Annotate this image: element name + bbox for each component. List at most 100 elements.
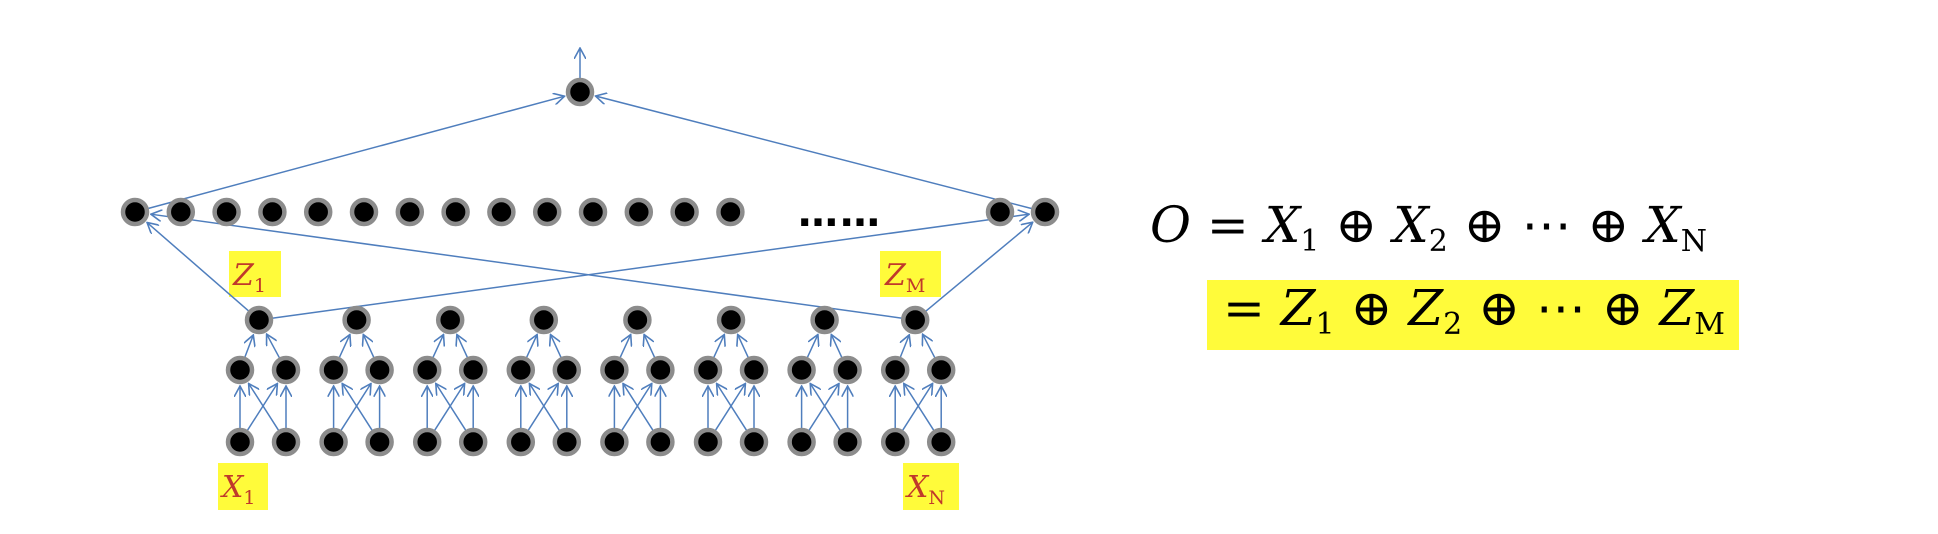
wide-layer-node-15 bbox=[985, 197, 1015, 227]
input-node-1 bbox=[225, 427, 255, 457]
eq-variable: O bbox=[1150, 196, 1191, 254]
edge-mid-z bbox=[923, 334, 936, 358]
equation-line-2: = Z1 ⊕ Z2 ⊕ ⋯ ⊕ ZM bbox=[1207, 279, 1740, 350]
z-node-2 bbox=[342, 305, 371, 335]
hidden-node-9 bbox=[600, 355, 629, 385]
hidden-node-2 bbox=[271, 355, 301, 385]
eq-operator: ⊕ bbox=[1319, 196, 1394, 254]
hidden-node-16 bbox=[926, 355, 956, 385]
edge-leaf-mid bbox=[436, 383, 467, 431]
input-node-16 bbox=[926, 427, 956, 457]
wide-layer-node-7 bbox=[395, 197, 425, 227]
eq-operator: ⊕ ⋯ ⊕ bbox=[1462, 279, 1660, 337]
wide-layer-node-16 bbox=[1030, 197, 1060, 227]
edge-leaf-mid bbox=[810, 383, 841, 431]
edge-leaf-mid bbox=[621, 383, 652, 431]
hidden-node-1 bbox=[225, 355, 255, 385]
edge-top-output bbox=[148, 96, 565, 210]
hidden-node-15 bbox=[880, 355, 910, 385]
eq-operator: = bbox=[1223, 279, 1281, 337]
eq-variable: X bbox=[1645, 196, 1681, 254]
hidden-node-11 bbox=[693, 355, 723, 385]
edge-z-top bbox=[272, 214, 1029, 319]
input-node-15 bbox=[880, 427, 910, 457]
wide-layer-node-6 bbox=[349, 197, 379, 227]
edge-mid-z bbox=[457, 335, 469, 358]
edge-mid-z bbox=[900, 335, 909, 358]
z-node-4 bbox=[529, 305, 559, 335]
edge-mid-z bbox=[363, 335, 375, 358]
edge-leaf-mid bbox=[340, 383, 371, 431]
edge-mid-z bbox=[806, 335, 817, 358]
input-node-5 bbox=[412, 427, 442, 457]
z-node-3 bbox=[435, 305, 465, 335]
edge-mid-z bbox=[525, 335, 537, 358]
wide-layer-node-3 bbox=[212, 197, 241, 227]
z-node-8 bbox=[900, 305, 930, 335]
input-node-4 bbox=[365, 427, 394, 457]
hidden-node-14 bbox=[833, 355, 862, 385]
eq-subscript: 2 bbox=[1443, 307, 1463, 342]
edge-mid-z bbox=[267, 334, 281, 359]
input-node-13 bbox=[787, 427, 816, 457]
input-node-14 bbox=[833, 427, 862, 457]
wide-layer-node-13 bbox=[670, 197, 699, 227]
zm-label: ZM bbox=[884, 258, 925, 297]
edge-leaf-mid bbox=[246, 383, 278, 431]
input-node-11 bbox=[693, 427, 723, 457]
ellipsis-label: …… bbox=[798, 190, 882, 236]
edge-leaf-mid bbox=[714, 383, 746, 431]
z-node-5 bbox=[623, 305, 652, 335]
edge-leaf-mid bbox=[808, 383, 839, 431]
edge-mid-z bbox=[550, 335, 562, 358]
edge-z-top bbox=[151, 214, 902, 319]
eq-variable: Z bbox=[1280, 279, 1316, 337]
x1-label-highlight bbox=[218, 463, 268, 510]
hidden-node-13 bbox=[787, 355, 816, 385]
eq-subscript: 1 bbox=[1315, 307, 1335, 342]
edge-mid-z bbox=[713, 335, 724, 358]
edge-mid-z bbox=[738, 335, 749, 358]
eq-subscript: 1 bbox=[1300, 224, 1320, 259]
wide-layer-node-5 bbox=[303, 197, 333, 227]
xn-label-highlight bbox=[903, 463, 959, 510]
edge-mid-z bbox=[644, 335, 656, 358]
edge-mid-z bbox=[338, 335, 349, 358]
edge-mid-z bbox=[432, 335, 443, 358]
eq-subscript: N bbox=[1680, 224, 1708, 259]
z-node-7 bbox=[810, 305, 839, 335]
hidden-node-7 bbox=[506, 355, 536, 385]
edge-leaf-mid bbox=[529, 383, 560, 431]
wide-layer-node-11 bbox=[578, 197, 608, 227]
wide-layer-node-14 bbox=[716, 197, 745, 227]
edge-leaf-mid bbox=[249, 383, 280, 431]
input-node-12 bbox=[739, 427, 769, 457]
edge-leaf-mid bbox=[527, 383, 558, 431]
edge-top-output bbox=[595, 96, 1032, 210]
hidden-node-8 bbox=[552, 355, 582, 385]
z1-label-highlight bbox=[229, 251, 281, 297]
equation-line-1: O = X1 ⊕ X2 ⊕ ⋯ ⊕ XN bbox=[1150, 200, 1707, 257]
input-node-8 bbox=[552, 427, 582, 457]
wide-layer-node-8 bbox=[441, 197, 470, 227]
xn-label: XN bbox=[905, 470, 945, 509]
wide-layer-node-2 bbox=[166, 197, 196, 227]
hidden-node-4 bbox=[365, 355, 394, 385]
eq-variable: X bbox=[1264, 196, 1301, 254]
wide-layer-node-1 bbox=[120, 197, 150, 227]
input-node-10 bbox=[646, 427, 675, 457]
edge-leaf-mid bbox=[434, 383, 465, 431]
x1-label: X1 bbox=[220, 470, 255, 509]
eq-variable: Z bbox=[1659, 279, 1695, 337]
edge-leaf-mid bbox=[717, 383, 748, 431]
z1-label: Z1 bbox=[232, 258, 266, 297]
edge-mid-z bbox=[619, 335, 630, 358]
edge-z-top bbox=[147, 223, 249, 312]
eq-variable: Z bbox=[1408, 279, 1444, 337]
edge-mid-z bbox=[245, 335, 253, 358]
hidden-node-5 bbox=[412, 355, 442, 385]
eq-variable: X bbox=[1393, 196, 1429, 254]
eq-operator: = bbox=[1191, 196, 1265, 254]
